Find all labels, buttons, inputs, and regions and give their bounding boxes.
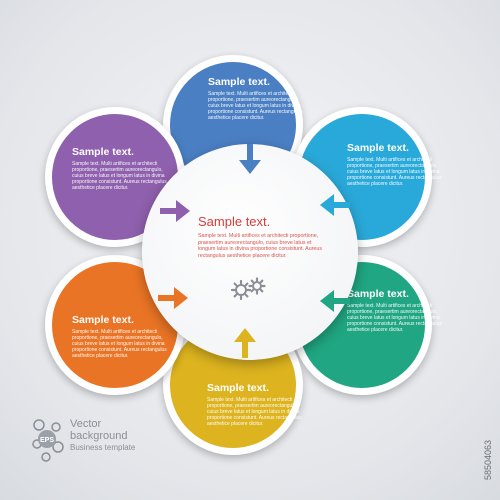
petal-upper-left-title: Sample text. <box>72 146 134 158</box>
arrow-upper-left-icon <box>160 200 190 222</box>
arrow-bottom-icon <box>234 328 256 358</box>
petal-lower-right-body: Sample text. Multi artifices et architec… <box>347 303 442 333</box>
gears-icon <box>230 277 266 301</box>
petal-bottom-title: Sample text. <box>207 382 269 394</box>
footer-line3: Business template <box>70 443 136 452</box>
arrow-upper-right-icon <box>320 194 350 216</box>
gear-logo-icon: EPS <box>32 419 64 462</box>
center-text: Sample text. Sample text. Multi artifice… <box>198 214 326 259</box>
petal-bottom-text: Sample text. Sample text. Multi artifice… <box>207 382 305 427</box>
arrow-lower-right-icon <box>320 290 350 312</box>
petal-upper-left-body: Sample text. Multi artifices et architec… <box>72 161 167 191</box>
footer-text: Vector background Business template <box>70 418 135 454</box>
petal-upper-left-text: Sample text. Sample text. Multi artifice… <box>72 146 170 191</box>
petal-lower-left-text: Sample text. Sample text. Multi artifice… <box>72 314 170 359</box>
center-title: Sample text. <box>198 214 271 229</box>
petal-top-text: Sample text. Sample text. Multi artifice… <box>208 76 306 121</box>
stock-id: 58504063 <box>483 439 493 480</box>
eps-badge: EPS <box>40 437 54 444</box>
petal-top-body: Sample text. Multi artifices et architec… <box>208 91 303 121</box>
arrow-top-icon <box>239 144 261 174</box>
petal-bottom-body: Sample text. Multi artifices et architec… <box>207 397 302 427</box>
petal-upper-right-text: Sample text. Sample text. Multi artifice… <box>347 142 445 187</box>
petal-upper-right-title: Sample text. <box>347 142 409 154</box>
footer-line2: background <box>70 430 128 442</box>
footer-line1: Vector <box>70 418 102 430</box>
arrow-lower-left-icon <box>158 287 188 309</box>
petal-lower-right-text: Sample text. Sample text. Multi artifice… <box>347 288 445 333</box>
center-circle <box>142 144 358 360</box>
petal-lower-left-title: Sample text. <box>72 314 134 326</box>
center-body: Sample text. Multi artifices et architec… <box>198 233 322 259</box>
petal-lower-right-title: Sample text. <box>347 288 409 300</box>
petal-upper-right-body: Sample text. Multi artifices et architec… <box>347 157 442 187</box>
petal-lower-left-body: Sample text. Multi artifices et architec… <box>72 329 167 359</box>
petal-top-title: Sample text. <box>208 76 270 88</box>
